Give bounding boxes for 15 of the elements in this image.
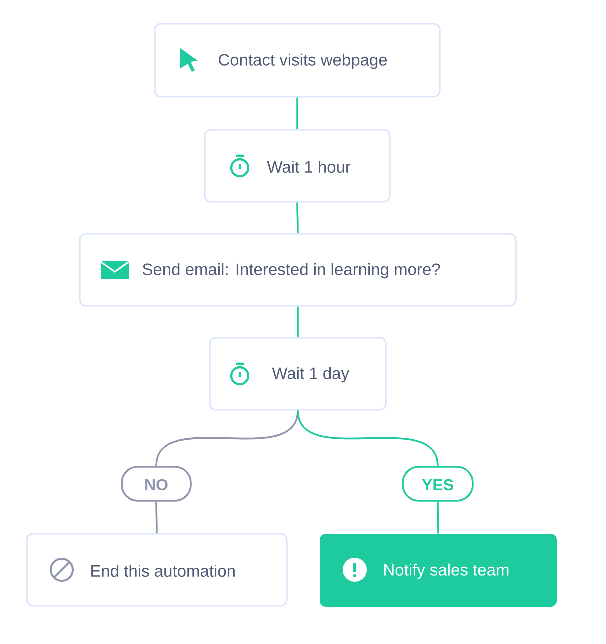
- process-box: Send email: Interested in learning more?: [79, 233, 517, 307]
- action-box: Notify sales team: [320, 534, 557, 607]
- branch-pill: YES: [402, 466, 474, 502]
- connector-line: [297, 306, 299, 338]
- process-box: End this automation: [26, 533, 288, 607]
- connector-line: [437, 502, 440, 534]
- branch-pill: NO: [121, 466, 192, 502]
- connector-line: [156, 410, 299, 466]
- connector-line: [156, 502, 158, 534]
- process-box: Wait 1 hour: [204, 129, 391, 203]
- connector-line: [296, 202, 299, 234]
- connector-line: [296, 98, 298, 130]
- process-box: Wait 1 day: [209, 337, 387, 411]
- process-box: Contact visits webpage: [154, 23, 441, 98]
- connector-line: [297, 410, 439, 466]
